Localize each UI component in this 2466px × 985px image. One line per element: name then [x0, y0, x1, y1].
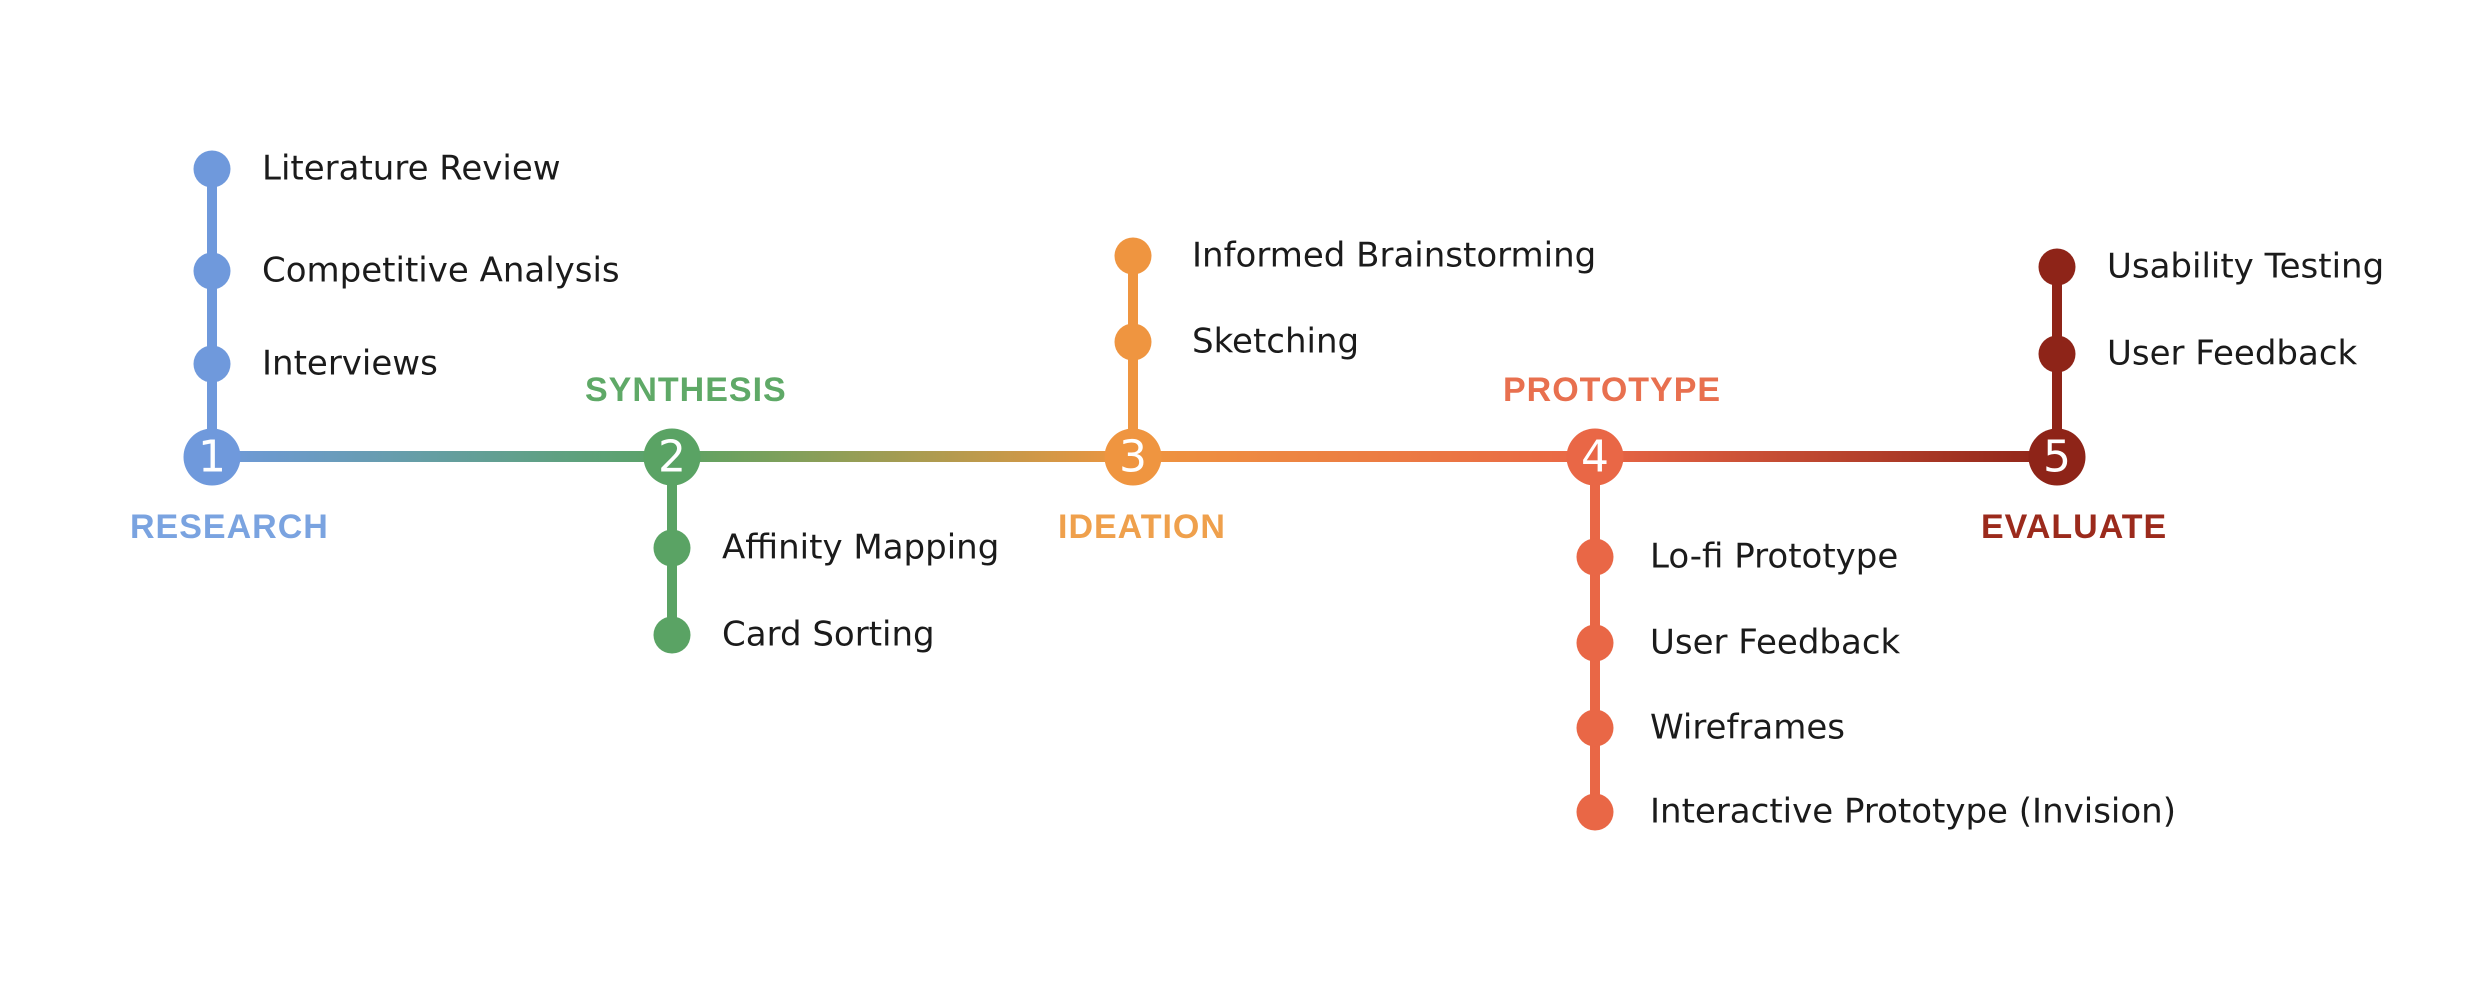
milestone-label: User Feedback: [2107, 333, 2358, 374]
milestone-dot: [2038, 248, 2076, 286]
milestone-dot: [193, 252, 231, 290]
stage-3-stem: [1128, 256, 1138, 457]
stage-2-stem: [667, 457, 677, 635]
milestone-dot: [1576, 793, 1614, 831]
milestone-dot: [1114, 237, 1152, 275]
milestone-label: Interviews: [262, 343, 438, 384]
stage-3-label: IDEATION: [1058, 508, 1226, 546]
stage-5-label: EVALUATE: [1981, 508, 2168, 546]
milestone-dot: [653, 616, 691, 654]
milestone-label: Usability Testing: [2107, 246, 2385, 287]
milestone-label: Literature Review: [262, 148, 561, 189]
stage-4-stem: [1590, 457, 1600, 812]
stage-1-label: RESEARCH: [130, 508, 329, 546]
milestone-dot: [1576, 538, 1614, 576]
milestone-dot: [193, 345, 231, 383]
milestone-label: Wireframes: [1650, 707, 1846, 748]
stage-2-label: SYNTHESIS: [585, 371, 787, 409]
milestone-label: Informed Brainstorming: [1192, 235, 1597, 276]
milestone-dot: [1114, 323, 1152, 361]
stage-4-label: PROTOTYPE: [1503, 371, 1722, 409]
milestone-dot: [1576, 709, 1614, 747]
milestone-label: Lo-fi Prototype: [1650, 536, 1899, 577]
stage-5-stem: [2052, 267, 2062, 457]
milestone-dot: [2038, 335, 2076, 373]
milestone-label: Sketching: [1192, 321, 1360, 362]
timeline-axis: [212, 451, 2057, 462]
milestone-dot: [193, 150, 231, 188]
milestone-label: Interactive Prototype (Invision): [1650, 791, 2176, 832]
milestone-dot: [653, 529, 691, 567]
milestone-label: Affinity Mapping: [722, 527, 1000, 568]
milestone-label: Competitive Analysis: [262, 250, 620, 291]
milestone-label: User Feedback: [1650, 622, 1901, 663]
stage-1-stem: [207, 169, 217, 457]
milestone-dot: [1576, 624, 1614, 662]
milestone-label: Card Sorting: [722, 614, 935, 655]
